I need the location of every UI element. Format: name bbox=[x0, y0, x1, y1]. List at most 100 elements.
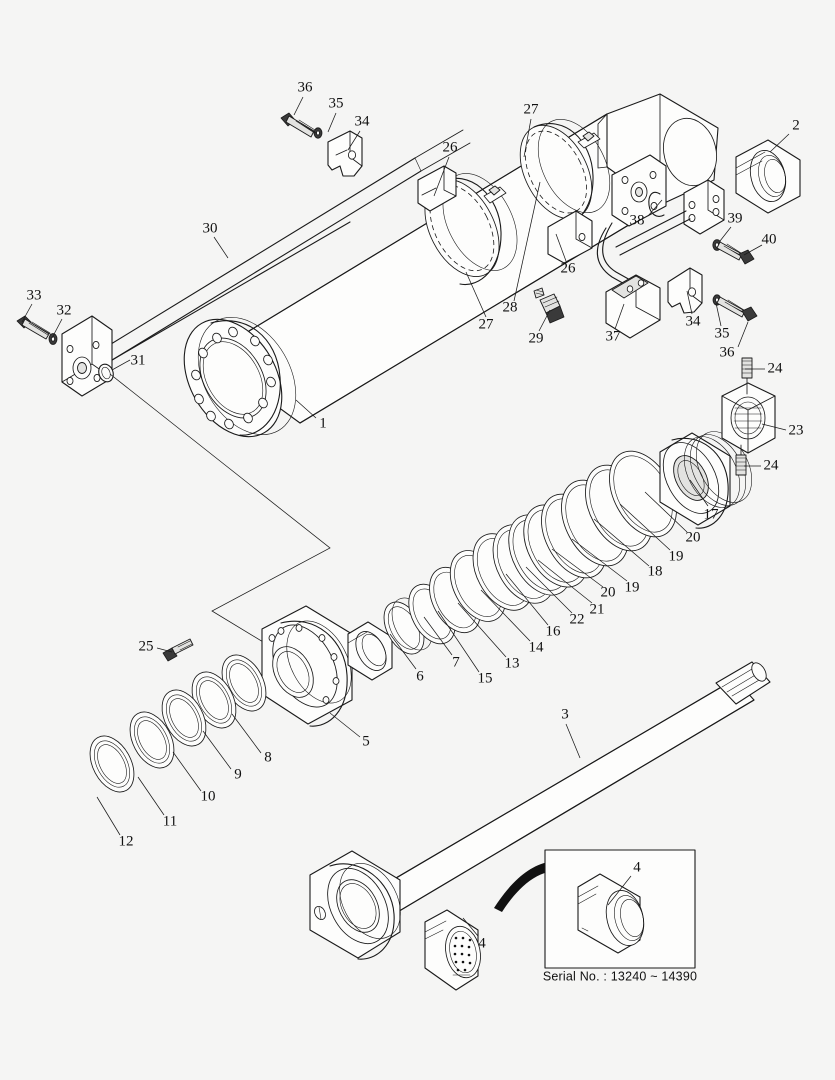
leader-line bbox=[686, 290, 693, 315]
serial-inset-box bbox=[544, 849, 696, 969]
leader-line bbox=[433, 156, 450, 197]
leader-line bbox=[462, 917, 479, 937]
callout-grease-fitting: 25 bbox=[139, 638, 154, 654]
leader-line bbox=[551, 548, 604, 588]
leader-line bbox=[389, 633, 417, 670]
callout-bolt: 40 bbox=[762, 231, 777, 247]
leader-line bbox=[329, 712, 361, 738]
leader-line bbox=[347, 130, 361, 151]
callout-rod-eye-bushing-alt: 4 bbox=[633, 859, 641, 875]
bolt-36-right bbox=[716, 296, 758, 322]
leader-line bbox=[423, 616, 453, 656]
callout-piston-seal: 13 bbox=[505, 655, 520, 671]
washer-35-left bbox=[313, 127, 323, 139]
callout-retaining-clip: 38 bbox=[630, 212, 645, 228]
callout-bolt: 36 bbox=[298, 79, 314, 95]
leader-lines bbox=[21, 96, 790, 937]
callout-piston-seal: 15 bbox=[478, 670, 493, 686]
leader-line bbox=[619, 503, 671, 551]
clamp-band-rear-27 bbox=[519, 118, 611, 228]
callout-numbers: 1234456789101112131415161718191920202122… bbox=[27, 79, 804, 951]
callout-spacer-ring: 6 bbox=[416, 668, 424, 684]
piston-17 bbox=[659, 431, 753, 529]
bushing-2 bbox=[735, 139, 801, 214]
callout-clamp-bolt: 29 bbox=[529, 330, 544, 346]
inset-arrow bbox=[494, 862, 548, 912]
leader-line bbox=[565, 723, 581, 759]
leader-line bbox=[593, 518, 650, 567]
leader-line bbox=[172, 751, 202, 792]
port-pad bbox=[611, 154, 667, 227]
callout-cylinder-tube: 1 bbox=[319, 415, 327, 431]
leader-line bbox=[761, 423, 787, 431]
callout-piston-ring: 19 bbox=[669, 548, 684, 564]
leader-line bbox=[715, 302, 722, 327]
leader-line bbox=[51, 318, 63, 339]
leader-line bbox=[96, 796, 121, 836]
bolt-33-washer-32 bbox=[16, 315, 58, 345]
serial-note-text: Serial No. : 13240 ~ 14390 bbox=[543, 969, 697, 983]
seal-ring-12 bbox=[89, 735, 135, 793]
callout-piston-ring: 19 bbox=[625, 579, 640, 595]
leader-line bbox=[21, 303, 33, 323]
callout-piston-seal: 14 bbox=[529, 639, 545, 655]
callout-set-screw: 24 bbox=[768, 360, 784, 376]
leader-line bbox=[513, 181, 541, 302]
leader-line bbox=[465, 271, 487, 318]
leader-line bbox=[202, 730, 232, 770]
leader-line bbox=[156, 647, 173, 653]
callout-lock-nut: 23 bbox=[789, 422, 804, 438]
callout-clamp-pin: 28 bbox=[503, 299, 518, 315]
bolt-40 bbox=[716, 241, 755, 265]
leader-line bbox=[231, 713, 262, 754]
leader-line bbox=[538, 309, 551, 332]
callout-seal-ring: 12 bbox=[119, 833, 134, 849]
leader-line bbox=[607, 875, 632, 906]
leader-line bbox=[505, 573, 549, 626]
callout-seal-ring: 11 bbox=[163, 813, 177, 829]
leader-line bbox=[769, 133, 790, 153]
lock-nut-23 bbox=[721, 382, 776, 454]
callout-washer: 32 bbox=[57, 302, 72, 318]
callout-set-screw: 24 bbox=[764, 457, 780, 473]
callout-washer: 39 bbox=[728, 210, 743, 226]
piston-rod-3 bbox=[349, 661, 771, 930]
callout-washer: 35 bbox=[329, 95, 344, 111]
right-rod-block bbox=[615, 179, 725, 256]
flange-bolt-holes bbox=[191, 326, 276, 430]
leader-line bbox=[327, 112, 337, 133]
spacer-ring-6 bbox=[347, 621, 393, 681]
callout-clamp-bracket: 26 bbox=[443, 139, 459, 155]
leader-line bbox=[137, 776, 165, 816]
leader-line bbox=[647, 199, 663, 217]
callout-seal-ring: 10 bbox=[201, 788, 216, 804]
clamp-bolt-29 bbox=[539, 293, 565, 324]
leader-line bbox=[737, 321, 749, 348]
clamp-bracket-26-right bbox=[547, 210, 593, 264]
callout-bushing-ring: 7 bbox=[452, 654, 460, 670]
o-ring-31 bbox=[98, 363, 114, 383]
assembly-guide-line bbox=[109, 373, 331, 669]
callout-tube-clip: 34 bbox=[686, 313, 702, 329]
callout-o-ring: 31 bbox=[131, 352, 146, 368]
callout-gland-head: 5 bbox=[362, 733, 370, 749]
leader-line bbox=[213, 236, 229, 259]
callout-bolt: 33 bbox=[27, 287, 42, 303]
leader-line bbox=[437, 610, 480, 673]
callout-piston-ring: 18 bbox=[648, 563, 663, 579]
leader-line bbox=[614, 303, 625, 330]
leader-line bbox=[644, 491, 688, 533]
callout-tube-clip: 34 bbox=[355, 113, 371, 129]
tube-clip-34-left bbox=[327, 130, 363, 177]
rod-eye-bushing-4 bbox=[424, 909, 481, 991]
seal-ring-10 bbox=[161, 689, 207, 747]
leader-line bbox=[523, 118, 532, 158]
leader-line bbox=[457, 602, 507, 658]
callout-bolt: 36 bbox=[720, 344, 736, 360]
callout-piston-ring: 22 bbox=[570, 611, 585, 627]
rod-eye-bushing-4-alt bbox=[577, 873, 645, 954]
leader-line bbox=[537, 559, 593, 604]
leader-line bbox=[480, 589, 531, 642]
leader-line bbox=[525, 566, 573, 614]
